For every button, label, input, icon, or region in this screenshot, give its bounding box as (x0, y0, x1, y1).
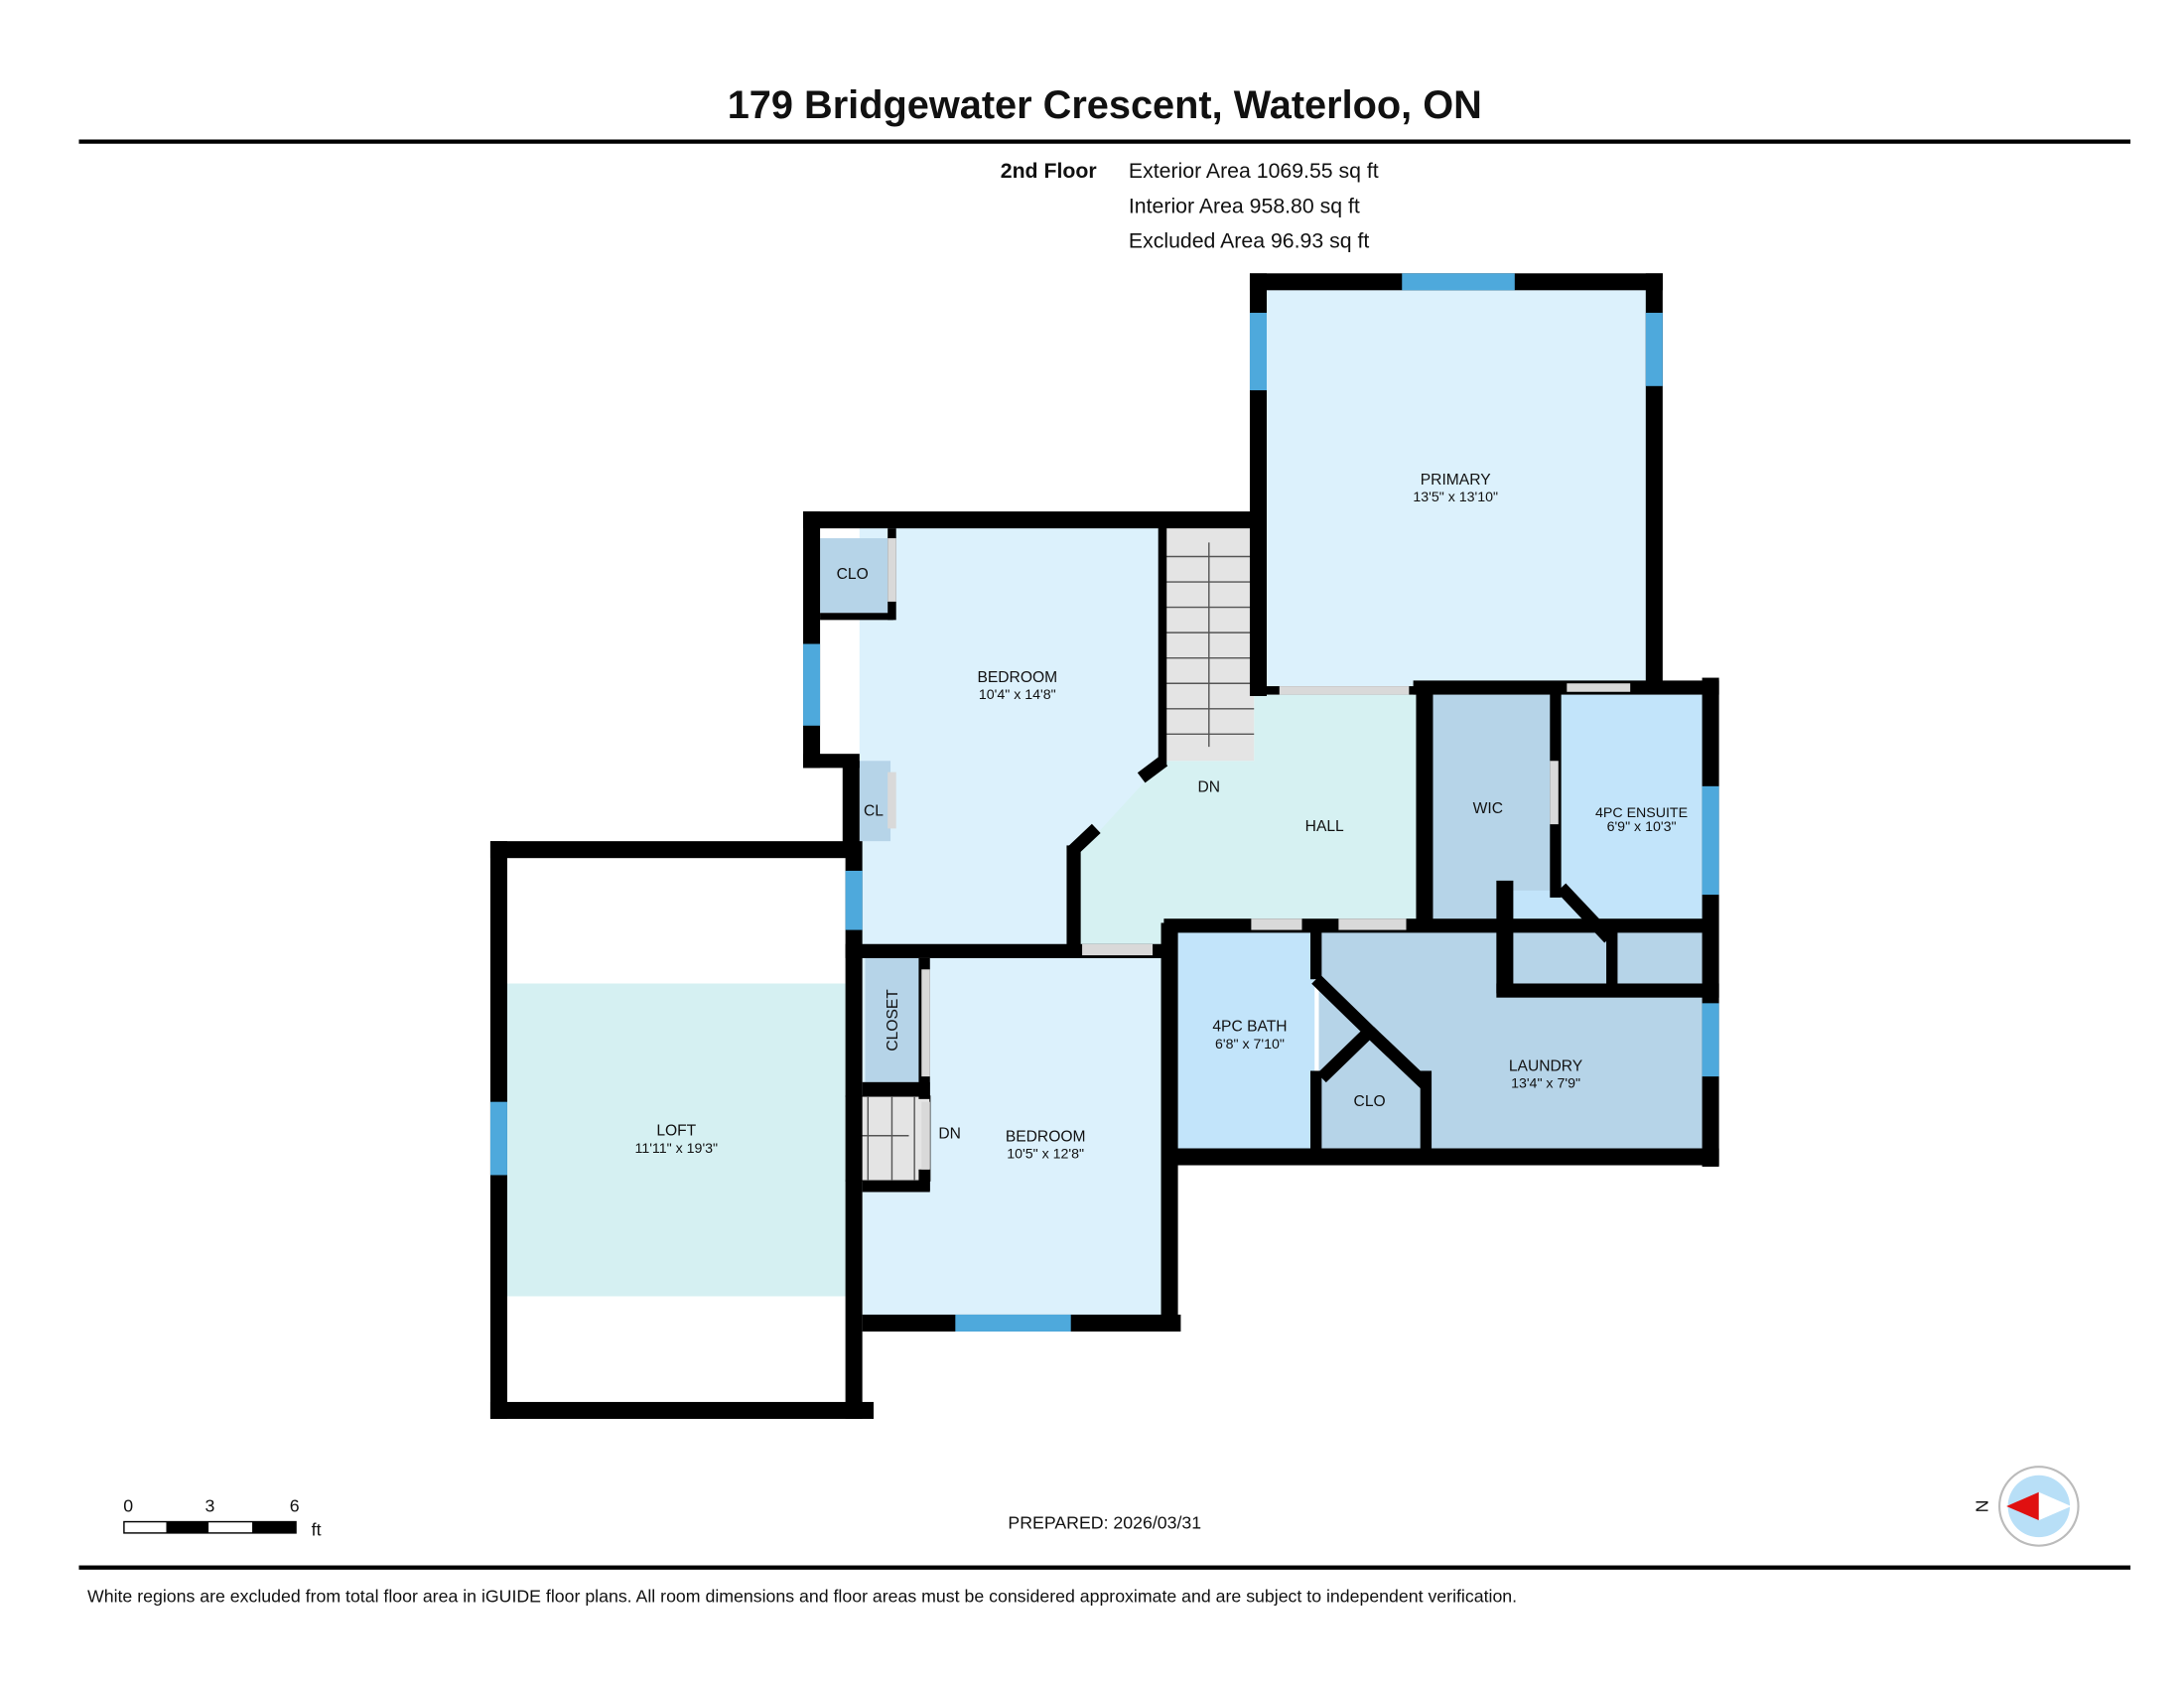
dims-bedroom-1: 10'4" x 14'8" (979, 687, 1056, 703)
room-clo-1 (820, 538, 888, 614)
scale-tick-6: 6 (290, 1496, 300, 1516)
room-wic (1432, 694, 1554, 920)
label-primary: PRIMARY (1421, 472, 1491, 489)
label-hall: HALL (1305, 818, 1344, 835)
compass-label: N (1973, 1500, 1992, 1513)
scale-tick-3: 3 (205, 1496, 215, 1516)
dims-ensuite: 6'9" x 10'3" (1607, 819, 1677, 835)
dims-bath: 6'8" x 7'10" (1215, 1037, 1285, 1053)
door-openings (887, 538, 1631, 1170)
label-stairs-small: DN (938, 1126, 961, 1143)
header-divider (78, 139, 2131, 144)
label-loft: LOFT (656, 1123, 696, 1140)
label-bath: 4PC BATH (1212, 1019, 1287, 1036)
room-hall (1077, 694, 1417, 944)
room-bath (1173, 929, 1315, 1152)
interior-area: Interior Area 958.80 sq ft (1129, 194, 1360, 217)
dims-laundry: 13'4" x 7'9" (1511, 1075, 1580, 1091)
room-primary (1267, 290, 1648, 689)
dims-loft: 11'11" x 19'3" (634, 1141, 718, 1157)
prepared-date: PREPARED: 2026/03/31 (1008, 1513, 1201, 1533)
label-wic: WIC (1473, 800, 1503, 817)
exterior-area: Exterior Area 1069.55 sq ft (1129, 159, 1379, 183)
walls (489, 273, 1719, 1419)
label-laundry: LAUNDRY (1509, 1057, 1583, 1074)
label-bedroom-2: BEDROOM (1006, 1128, 1086, 1145)
page-title: 179 Bridgewater Crescent, Waterloo, ON (728, 83, 1482, 127)
room-cl (859, 761, 891, 842)
dims-bedroom-2: 10'5" x 12'8" (1007, 1146, 1084, 1162)
label-cl: CL (864, 803, 884, 820)
compass-icon: N (1973, 1466, 2080, 1547)
footer-divider (78, 1565, 2131, 1570)
label-clo-1: CLO (837, 566, 869, 583)
label-ensuite: 4PC ENSUITE (1595, 805, 1688, 821)
diagonal-walls (1066, 756, 1614, 1090)
room-closet (865, 957, 922, 1082)
label-closet: CLOSET (885, 989, 901, 1052)
scale-tick-0: 0 (123, 1496, 133, 1516)
floor-label: 2nd Floor (1001, 159, 1097, 183)
dims-primary: 13'5" x 13'10" (1413, 490, 1498, 505)
label-bedroom-1: BEDROOM (977, 669, 1057, 686)
room-labels: PRIMARY 13'5" x 13'10" BEDROOM 10'4" x 1… (634, 472, 1688, 1162)
room-loft (506, 983, 846, 1297)
windows (489, 273, 1719, 1332)
stair-treads (852, 542, 1255, 1182)
excluded-area: Excluded Area 96.93 sq ft (1129, 229, 1369, 253)
footer-disclaimer: White regions are excluded from total fl… (87, 1586, 1517, 1606)
scale-unit: ft (312, 1520, 322, 1540)
scale-bar: 0 3 6 ft (123, 1496, 322, 1540)
label-clo-2: CLO (1354, 1093, 1386, 1110)
label-stairs-main: DN (1198, 778, 1221, 795)
